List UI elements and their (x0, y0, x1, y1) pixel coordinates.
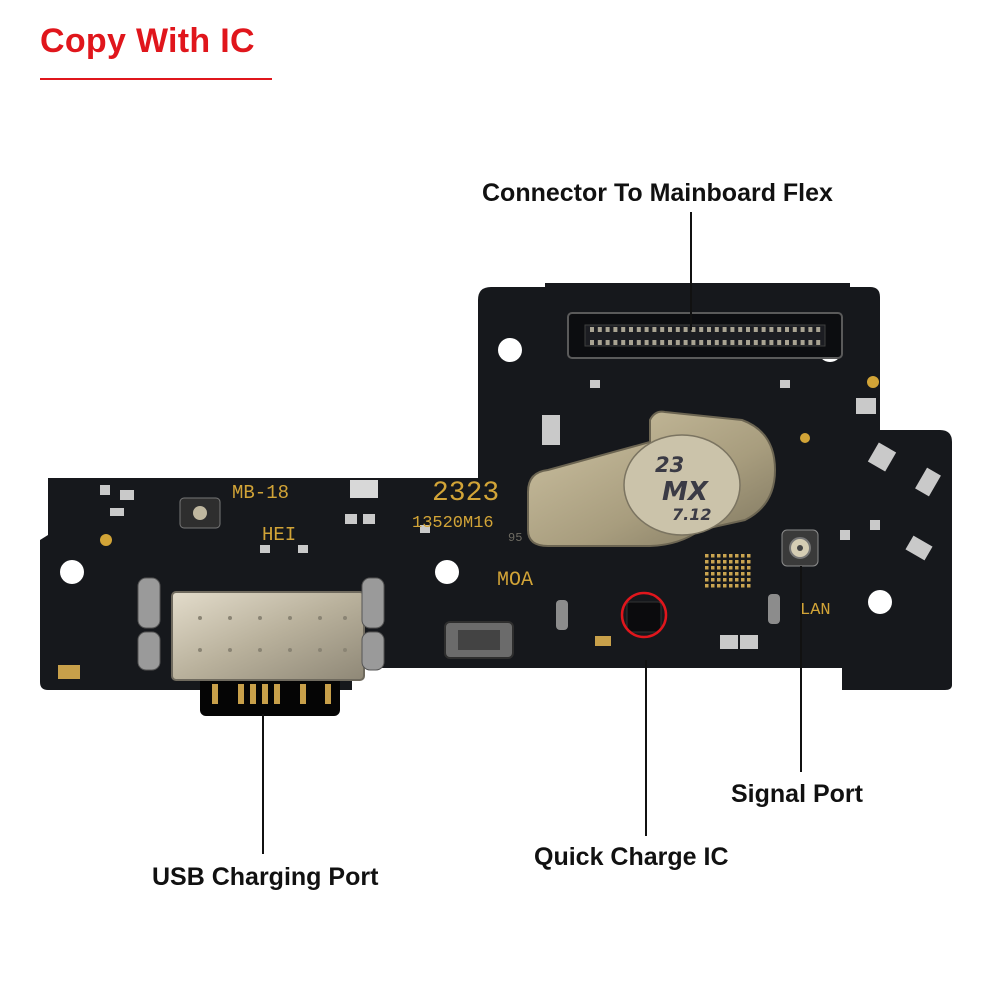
callout-signal-line (800, 566, 802, 772)
callout-quick-charge-label: Quick Charge IC (534, 843, 729, 871)
shield-stamp-line3: 7.12 (672, 505, 711, 524)
silk-hei: HEI (262, 524, 296, 546)
mainboard-flex-connector (567, 312, 843, 359)
silk-model: MB-18 (232, 482, 289, 504)
smd-components (58, 380, 941, 679)
usb-c-port (137, 577, 385, 716)
silk-number: 2323 (432, 478, 499, 509)
silk-code: 13520M16 (412, 514, 494, 533)
callout-usb-label: USB Charging Port (152, 863, 379, 891)
rf-shield: 23 MX 7.12 (527, 410, 777, 547)
quick-charge-ic (620, 591, 668, 639)
silk-small-code: 95 (508, 531, 522, 545)
mounting-holes (60, 338, 892, 614)
microphone-module (444, 621, 514, 659)
signal-coax-port (781, 529, 819, 567)
shield-stamp-line2: MX (662, 477, 710, 507)
shield-stamp-line1: 23 (655, 453, 684, 477)
callout-usb-line (262, 714, 264, 854)
small-coax (179, 497, 221, 529)
silk-moa: MOA (497, 569, 533, 592)
callout-quick-charge-line (645, 660, 647, 836)
ic-pad-grid (705, 554, 751, 588)
gold-test-pads (100, 376, 879, 546)
callout-signal-label: Signal Port (731, 780, 863, 808)
silk-lan: LAN (800, 601, 831, 620)
callout-connector-label: Connector To Mainboard Flex (482, 179, 833, 207)
callout-connector-line (690, 212, 692, 330)
headline: Copy With IC (40, 22, 255, 60)
headline-underline (40, 78, 272, 80)
pcb-board (40, 283, 952, 690)
